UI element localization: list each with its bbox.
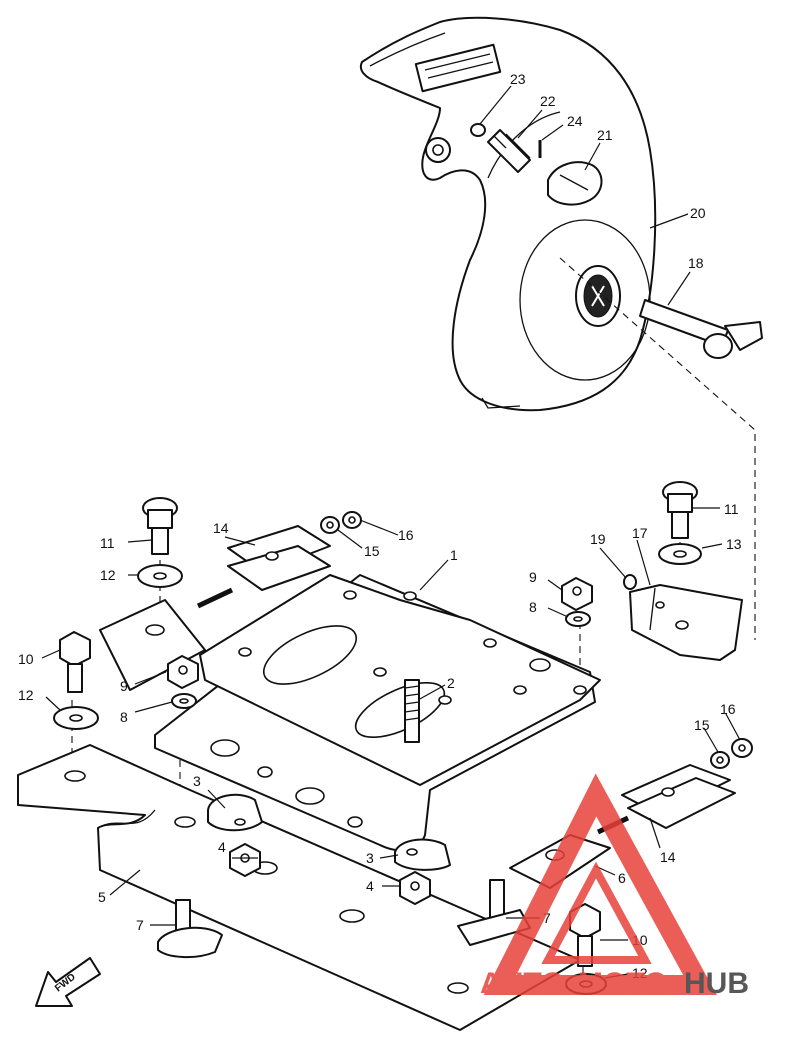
- watermark-text-hub: HUB: [684, 967, 749, 1000]
- label-12-left-upper: 12: [100, 567, 116, 583]
- label-14-right: 14: [660, 849, 676, 865]
- label-22: 22: [540, 93, 556, 109]
- label-13: 13: [726, 536, 742, 552]
- watermark-logo: AUTO MOTO HUB: [480, 773, 749, 1000]
- nut-9-left: [167, 655, 199, 689]
- starter-handle: [639, 299, 763, 359]
- label-7-right: 7: [543, 910, 551, 926]
- label-4-left: 4: [218, 839, 226, 855]
- bolt-11-right: [662, 481, 698, 539]
- label-11-left: 11: [100, 535, 115, 551]
- starter-housing: [359, 16, 657, 412]
- label-16-left: 16: [398, 527, 414, 543]
- watermark-triangle-icon: [483, 773, 717, 995]
- label-15-right: 15: [694, 717, 710, 733]
- collar-15-left: [320, 516, 340, 534]
- stud-2: [404, 679, 420, 743]
- right-bracket: [629, 584, 743, 661]
- washer-12-left-upper: [137, 564, 183, 588]
- label-11-right: 11: [724, 501, 739, 517]
- collar-15-right: [710, 751, 730, 769]
- label-8-left: 8: [120, 709, 128, 725]
- label-9-right: 9: [529, 569, 537, 585]
- label-6: 6: [618, 870, 626, 886]
- stud-7-left: [157, 899, 223, 958]
- label-17: 17: [632, 525, 648, 541]
- label-3-left: 3: [193, 773, 201, 789]
- label-24: 24: [567, 113, 583, 129]
- label-9-left: 9: [120, 678, 128, 694]
- bolt-11-left: [142, 497, 178, 555]
- label-7-left: 7: [136, 917, 144, 933]
- label-8-right: 8: [529, 599, 537, 615]
- forward-arrow-icon: FWD: [35, 957, 101, 1007]
- bolt-10-left: [59, 631, 91, 693]
- clamp-plate-right: [621, 764, 736, 829]
- label-18: 18: [688, 255, 704, 271]
- label-1: 1: [450, 547, 458, 563]
- label-3-right: 3: [366, 850, 374, 866]
- starter-spring: [487, 129, 531, 173]
- nut-4-right: [399, 871, 431, 905]
- label-12-left-lower: 12: [18, 687, 34, 703]
- nut-9-right: [561, 577, 593, 611]
- nut-16-left: [342, 511, 362, 529]
- washer-8-right: [565, 611, 591, 627]
- label-20: 20: [690, 205, 706, 221]
- clip-19: [623, 574, 637, 590]
- watermark-text-moto: MOTO: [578, 967, 667, 1000]
- starter-washer: [470, 123, 486, 137]
- starter-pulley-hub: [575, 265, 621, 327]
- watermark-inner-triangle-icon: [541, 861, 652, 964]
- left-bracket-strip: [99, 599, 206, 691]
- stud-7-right: [457, 879, 531, 946]
- starter-pawl: [547, 161, 603, 206]
- label-10-left: 10: [18, 651, 34, 667]
- label-21: 21: [597, 127, 613, 143]
- label-5: 5: [98, 889, 106, 905]
- label-14-left: 14: [213, 520, 229, 536]
- label-4-right: 4: [366, 878, 374, 894]
- nut-16-right: [731, 738, 753, 758]
- washer-13: [658, 543, 702, 565]
- label-15-left: 15: [364, 543, 380, 559]
- clamp-plate-left: [227, 525, 331, 591]
- washer-8-left: [171, 693, 197, 709]
- mounting-plate: [154, 574, 601, 852]
- stud-plate-3-left: [207, 793, 263, 832]
- part-number-labels: 1 2 3 3 4 4 5 6 7 7 8 8 9 9 10 10 11 11 …: [18, 71, 742, 981]
- label-2: 2: [447, 675, 455, 691]
- washer-12-left-lower: [53, 706, 99, 730]
- label-19: 19: [590, 531, 606, 547]
- stud-plate-3-right: [394, 838, 451, 871]
- nut-4-left: [229, 843, 261, 877]
- label-23: 23: [510, 71, 526, 87]
- watermark-text-auto: AUTO: [480, 967, 564, 1000]
- label-16-right: 16: [720, 701, 736, 717]
